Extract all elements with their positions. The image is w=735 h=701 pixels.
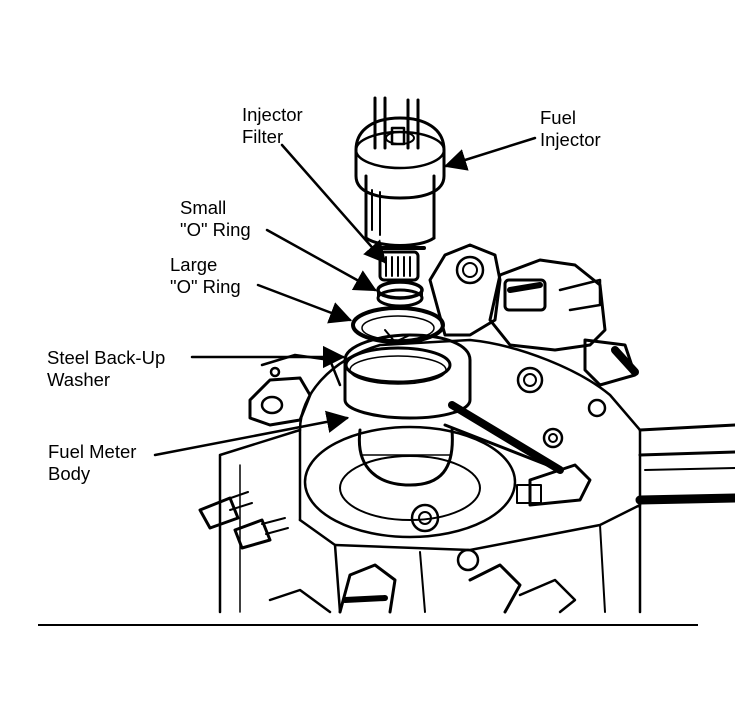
steel-back-up-washer-part [344, 346, 452, 385]
label-injector-filter: Injector Filter [242, 104, 308, 147]
label-large-o-ring: Large "O" Ring [170, 254, 241, 297]
leader-large-o-ring [256, 283, 353, 324]
injector-filter-part [373, 246, 426, 282]
leader-small-o-ring [265, 228, 377, 292]
label-fuel-injector: Fuel Injector [540, 107, 601, 150]
label-steel-back-up-washer: Steel Back-Up Washer [47, 347, 170, 390]
fuel-injector-part [354, 96, 446, 247]
leader-injector-filter [280, 143, 387, 264]
throttle-body-illustration [198, 243, 735, 614]
label-fuel-meter-body: Fuel Meter Body [48, 441, 142, 484]
leader-lines [153, 136, 537, 457]
large-o-ring-part [351, 306, 445, 344]
label-small-o-ring: Small "O" Ring [180, 197, 251, 240]
small-o-ring-part [376, 280, 424, 308]
leader-fuel-meter-body [153, 410, 350, 457]
leader-fuel-injector [443, 136, 537, 171]
